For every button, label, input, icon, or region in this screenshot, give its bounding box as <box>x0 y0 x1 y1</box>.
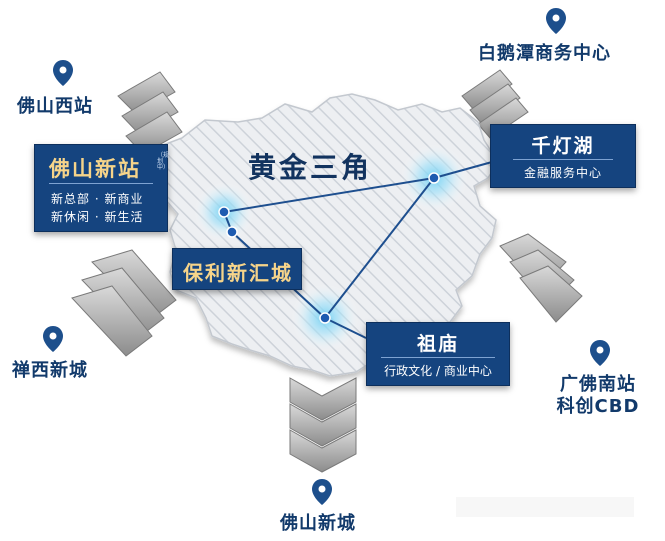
hub-zumiao-subtitle: 行政文化 / 商业中心 <box>384 364 492 378</box>
arrow-foshan-west <box>117 71 183 155</box>
pin-icon <box>590 340 610 366</box>
map-nodes <box>218 172 440 324</box>
hub-foshan-new-station-title: 佛山新站 <box>49 157 141 181</box>
hub-foshan-new-station-line1: 新总部 · 新商业 <box>51 192 144 206</box>
divider <box>381 357 495 358</box>
node-zumiao <box>319 312 331 324</box>
hub-foshan-new-station-line2: 新休闲 · 新生活 <box>51 210 144 224</box>
label-foshan-newcity: 佛山新城 <box>280 513 356 534</box>
label-foshan-west: 佛山西站 <box>17 96 93 117</box>
hub-foshan-new-station-tag: （规划中） <box>157 152 170 171</box>
hub-poly-xinhui-title: 保利新汇城 <box>183 261 293 285</box>
pin-icon <box>546 8 566 34</box>
watermark-overlay <box>456 497 634 517</box>
label-guangfo-south-line1: 广佛南站 <box>560 374 636 395</box>
divider <box>49 183 153 184</box>
arrow-chanxi <box>71 249 177 357</box>
region-title: 黄金三角 <box>248 151 373 184</box>
node-poly-xinhui <box>226 226 238 238</box>
hub-foshan-new-station: 佛山新站 （规划中） 新总部 · 新商业 新休闲 · 新生活 <box>34 144 170 232</box>
pin-icon <box>53 60 73 86</box>
label-chanxi: 禅西新城 <box>12 360 88 381</box>
node-qiandeng-lake <box>428 172 440 184</box>
label-guangfo-south-line2: 科创CBD <box>556 396 640 417</box>
pin-icon-group <box>43 8 610 505</box>
label-guangfo-south: 广佛南站 科创CBD <box>548 374 648 418</box>
pin-icon <box>43 326 63 352</box>
pin-icon <box>312 479 332 505</box>
node-foshan-new-station <box>218 206 230 218</box>
hub-qiandeng-lake-title: 千灯湖 <box>531 135 595 157</box>
arrow-foshan-newcity <box>289 377 357 473</box>
hub-zumiao: 祖庙 行政文化 / 商业中心 <box>366 322 510 386</box>
label-baiyutan: 白鹅潭商务中心 <box>478 43 611 64</box>
hub-qiandeng-lake-subtitle: 金融服务中心 <box>523 166 602 180</box>
divider <box>513 159 613 160</box>
hub-poly-xinhui: 保利新汇城 <box>172 248 302 290</box>
arrow-guangfo-south <box>499 233 583 323</box>
hub-qiandeng-lake: 千灯湖 金融服务中心 <box>490 124 636 188</box>
hub-zumiao-title: 祖庙 <box>416 333 459 355</box>
